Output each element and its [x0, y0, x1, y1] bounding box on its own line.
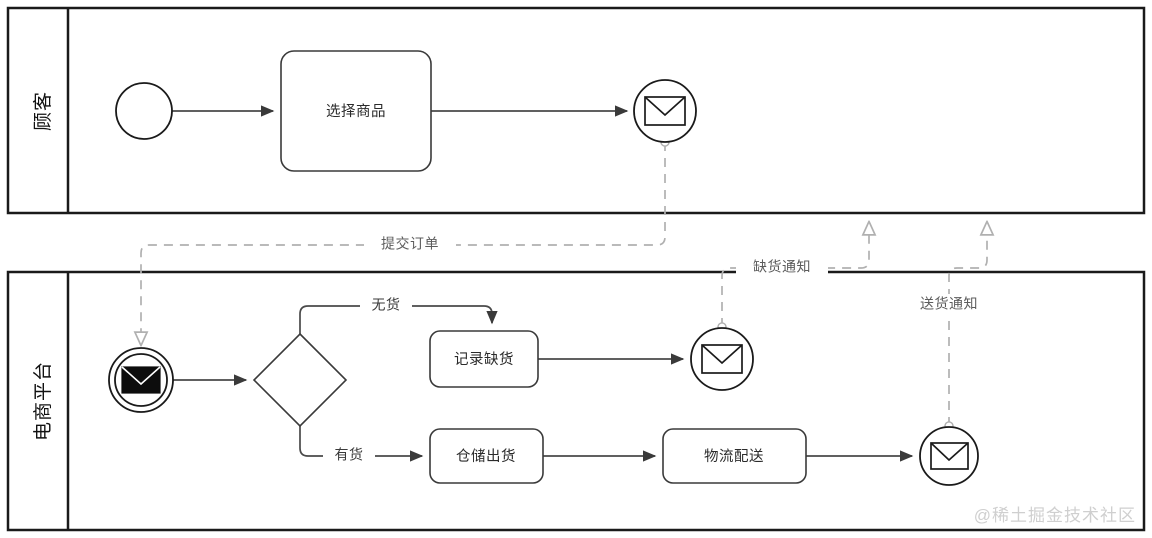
- task-logistics-delivery-box: [662, 428, 807, 484]
- envelope-filled-icon: [121, 366, 161, 394]
- message-flow-submit-order-path: [141, 142, 665, 345]
- task-select-product-label: 选择商品: [326, 103, 386, 120]
- message-flow-submit-order-label: 提交订单: [381, 236, 439, 252]
- envelope-icon-fold: [644, 96, 686, 117]
- sequence-flow-in-stock-path: [299, 426, 424, 462]
- message-flow-shortage-notice[interactable]: 缺货通知: [722, 222, 869, 327]
- end-delivery-notice-event[interactable]: [919, 426, 979, 486]
- message-flow-delivery-notice-label: 送货通知: [920, 296, 978, 312]
- start-event[interactable]: [115, 82, 173, 140]
- sequence-flow-no-stock-label-bg: [360, 295, 412, 317]
- envelope-filled-icon-fold: [121, 366, 161, 386]
- envelope-icon-fold: [701, 344, 743, 365]
- message-flow-submit-order-label-bg: [364, 234, 456, 256]
- message-flow-submit-order[interactable]: 提交订单: [141, 142, 665, 345]
- message-flow-shortage-notice-label: 缺货通知: [753, 259, 811, 275]
- task-warehouse-ship-label: 仓储出货: [456, 448, 516, 465]
- task-logistics-delivery[interactable]: 物流配送: [662, 428, 807, 484]
- task-record-shortage[interactable]: 记录缺货: [429, 330, 539, 388]
- envelope-icon-fold: [930, 442, 969, 462]
- task-record-shortage-label: 记录缺货: [454, 351, 514, 368]
- watermark-text: @稀土掘金技术社区: [974, 506, 1136, 525]
- gateway-stock-check-diamond: [252, 332, 348, 428]
- envelope-icon: [644, 96, 686, 126]
- task-warehouse-ship[interactable]: 仓储出货: [429, 428, 544, 484]
- gateway-stock-check[interactable]: [252, 332, 348, 428]
- message-flow-delivery-notice[interactable]: 送货通知: [903, 222, 995, 426]
- throw-submit-order-event[interactable]: [633, 79, 697, 143]
- task-select-product-box: [280, 50, 432, 172]
- task-warehouse-ship-box: [429, 428, 544, 484]
- sequence-flow-no-stock: 无货: [299, 295, 498, 334]
- lane-customer-label: 顾客: [32, 91, 54, 131]
- sequence-flow-no-stock-label: 无货: [372, 297, 401, 313]
- task-record-shortage-box: [429, 330, 539, 388]
- message-flow-delivery-notice-label-bg: [903, 294, 995, 316]
- message-flow-delivery-notice-path: [949, 222, 987, 426]
- throw-shortage-notice-event[interactable]: [690, 327, 754, 391]
- sequence-flow-in-stock-label: 有货: [335, 447, 364, 463]
- task-logistics-delivery-label: 物流配送: [704, 448, 764, 465]
- envelope-icon: [701, 344, 743, 374]
- sequence-flow-in-stock-label-bg: [323, 445, 375, 467]
- task-select-product[interactable]: 选择商品: [280, 50, 432, 172]
- lane-platform-label: 电商平台: [32, 361, 54, 441]
- catch-order-received-event[interactable]: [108, 347, 174, 413]
- start-event-circle: [115, 82, 173, 140]
- envelope-icon: [930, 442, 969, 470]
- sequence-flow-in-stock: 有货: [299, 426, 424, 467]
- message-flow-shortage-notice-label-bg: [736, 257, 828, 279]
